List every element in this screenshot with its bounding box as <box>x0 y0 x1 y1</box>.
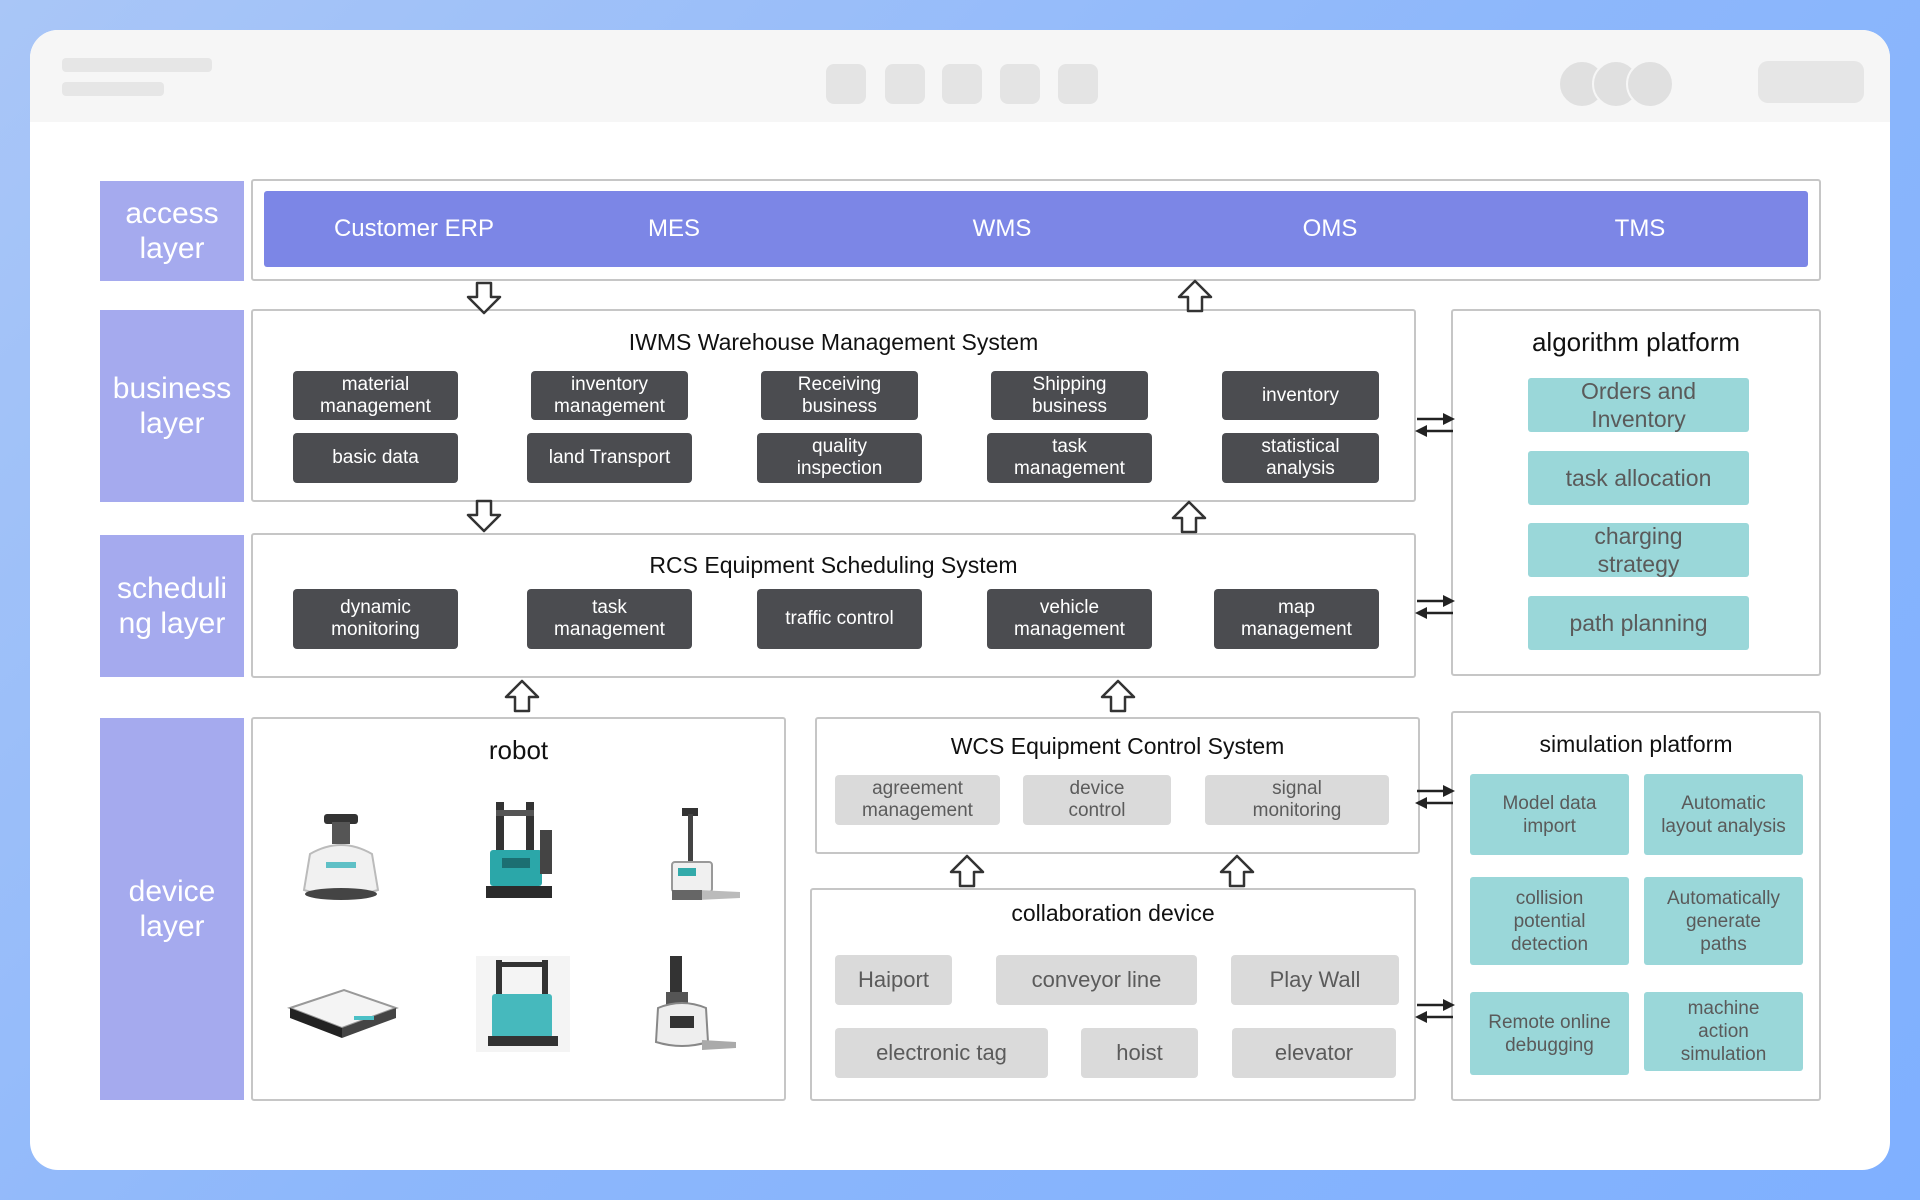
iwms-module: inventory management <box>531 371 688 420</box>
layer-label-access: access layer <box>100 181 244 281</box>
title-bar <box>30 30 1890 122</box>
bidirectional-arrow-icon <box>1415 785 1455 809</box>
bidirectional-arrow-icon <box>1415 595 1455 619</box>
algorithm-item: charging strategy <box>1528 523 1749 577</box>
header-action-button[interactable] <box>1758 61 1864 103</box>
simulation-item: Automatically generate paths <box>1644 877 1803 965</box>
iwms-module: task management <box>987 433 1152 483</box>
access-item-erp: Customer ERP <box>333 215 495 242</box>
access-item-wms: WMS <box>972 215 1032 242</box>
iwms-module: basic data <box>293 433 458 483</box>
robot-title: robot <box>488 735 549 765</box>
collab-device: electronic tag <box>835 1028 1048 1078</box>
collab-device: conveyor line <box>996 955 1197 1005</box>
algorithm-item: task allocation <box>1528 451 1749 505</box>
simulation-item: Model data import <box>1470 774 1629 855</box>
wcs-module: signal monitoring <box>1205 775 1389 825</box>
title-placeholder <box>62 58 212 72</box>
simulation-item: collision potential detection <box>1470 877 1629 965</box>
arrow-down-icon <box>466 281 502 315</box>
simulation-title: simulation platform <box>1539 731 1733 757</box>
toolbar-button[interactable] <box>1058 64 1098 104</box>
robot-forklift-image <box>302 814 380 900</box>
subtitle-placeholder <box>62 82 164 96</box>
iwms-module: statistical analysis <box>1222 433 1379 483</box>
rcs-module: map management <box>1214 589 1379 649</box>
simulation-item: Automatic layout analysis <box>1644 774 1803 855</box>
arrow-up-icon <box>1171 500 1207 534</box>
iwms-module: Receiving business <box>761 371 918 420</box>
bidirectional-arrow-icon <box>1415 999 1455 1023</box>
toolbar-button[interactable] <box>1000 64 1040 104</box>
robot-flat-agv-image <box>287 988 399 1038</box>
algorithm-item: path planning <box>1528 596 1749 650</box>
bidirectional-arrow-icon <box>1415 413 1455 437</box>
iwms-module: Shipping business <box>991 371 1148 420</box>
wcs-module: device control <box>1023 775 1171 825</box>
robot-reach-truck-image <box>486 802 552 898</box>
access-item-oms: OMS <box>1302 215 1358 242</box>
robot-pallet-mover-image <box>671 808 740 900</box>
rcs-module: task management <box>527 589 692 649</box>
algorithm-item: Orders and Inventory <box>1528 378 1749 432</box>
iwms-module: quality inspection <box>757 433 922 483</box>
layer-label-business: business layer <box>100 310 244 502</box>
rcs-module: traffic control <box>757 589 922 649</box>
simulation-item: Remote online debugging <box>1470 992 1629 1075</box>
arrow-up-icon <box>1177 279 1213 313</box>
wcs-module: agreement management <box>835 775 1000 825</box>
collab-device: hoist <box>1081 1028 1198 1078</box>
arrow-up-icon <box>1100 679 1136 713</box>
rcs-module: vehicle management <box>987 589 1152 649</box>
toolbar-button[interactable] <box>942 64 982 104</box>
access-item-tms: TMS <box>1614 215 1666 242</box>
iwms-module: land Transport <box>527 433 692 483</box>
arrow-down-icon <box>466 499 502 533</box>
rcs-title: RCS Equipment Scheduling System <box>649 552 1018 578</box>
iwms-title: IWMS Warehouse Management System <box>628 329 1039 355</box>
collab-title: collaboration device <box>1011 900 1215 926</box>
iwms-module: inventory <box>1222 371 1379 420</box>
access-bar: Customer ERP MES WMS OMS TMS <box>264 191 1808 267</box>
robot-lift-agv-image <box>476 956 570 1052</box>
collab-device: Haiport <box>835 955 952 1005</box>
toolbar-button[interactable] <box>826 64 866 104</box>
toolbar-button[interactable] <box>885 64 925 104</box>
collab-device: Play Wall <box>1231 955 1399 1005</box>
access-item-mes: MES <box>647 215 700 242</box>
arrow-up-icon <box>1219 854 1255 888</box>
arrow-up-icon <box>949 854 985 888</box>
layer-label-scheduling: scheduli ng layer <box>100 535 244 677</box>
simulation-item: machine action simulation <box>1644 992 1803 1071</box>
rcs-module: dynamic monitoring <box>293 589 458 649</box>
collab-device: elevator <box>1232 1028 1396 1078</box>
layer-label-device: device layer <box>100 718 244 1100</box>
iwms-module: material management <box>293 371 458 420</box>
algorithm-title: algorithm platform <box>1531 327 1741 357</box>
avatar[interactable] <box>1626 60 1674 108</box>
arrow-up-icon <box>504 679 540 713</box>
robot-stacker-agv-image <box>654 956 736 1050</box>
wcs-title: WCS Equipment Control System <box>950 733 1285 759</box>
